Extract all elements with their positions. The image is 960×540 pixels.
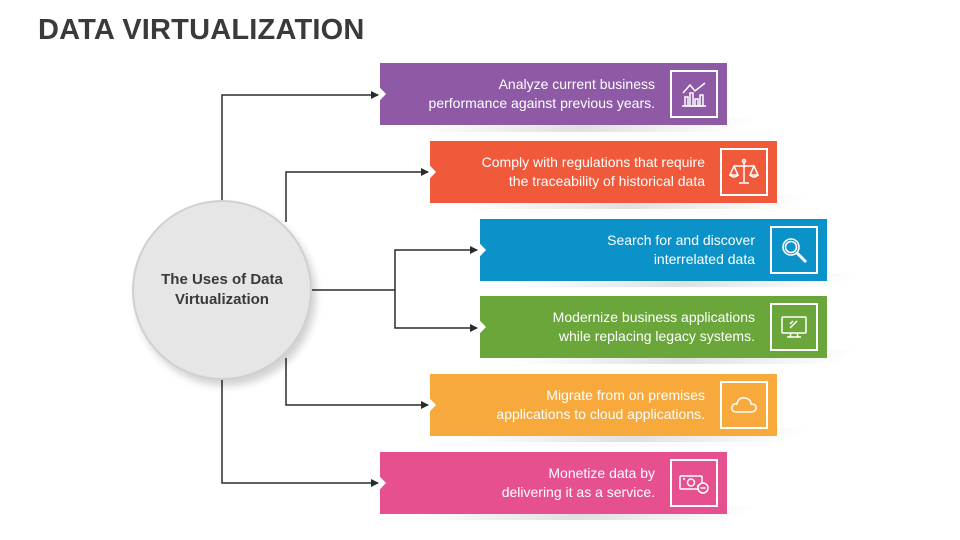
card-line: interrelated data	[653, 251, 755, 267]
card-line: the traceability of historical data	[508, 173, 705, 189]
card-line: Modernize business applications	[552, 309, 755, 325]
connector-3	[312, 246, 478, 291]
card-line: Search for and discover	[607, 232, 755, 248]
card-text: Monetize data by delivering it as a serv…	[502, 452, 655, 514]
hub-circle: The Uses of Data Virtualization	[132, 200, 312, 380]
card-line: Analyze current business	[498, 76, 655, 92]
card-line: Migrate from on premises	[546, 387, 705, 403]
card-text: Migrate from on premises applications to…	[496, 374, 705, 436]
connector-5	[285, 358, 429, 409]
card-text: Analyze current business performance aga…	[429, 63, 655, 125]
connector-4	[394, 290, 478, 332]
connector-1	[221, 91, 379, 200]
use-card-analyze: Analyze current business performance aga…	[380, 63, 727, 125]
card-line: performance against previous years.	[428, 95, 655, 111]
use-card-modernize: Modernize business applications while re…	[480, 296, 827, 358]
magnifier-icon	[770, 226, 818, 274]
card-line: delivering it as a service.	[501, 484, 655, 500]
page-title: DATA VIRTUALIZATION	[38, 14, 365, 46]
use-card-comply: Comply with regulations that require the…	[430, 141, 777, 203]
use-card-migrate: Migrate from on premises applications to…	[430, 374, 777, 436]
card-text: Modernize business applications while re…	[553, 296, 755, 358]
card-line: while replacing legacy systems.	[558, 328, 755, 344]
money-icon	[670, 459, 718, 507]
cloud-icon	[720, 381, 768, 429]
use-card-search: Search for and discover interrelated dat…	[480, 219, 827, 281]
card-line: Comply with regulations that require	[481, 154, 705, 170]
hub-label: The Uses of Data Virtualization	[161, 271, 283, 308]
card-text: Comply with regulations that require the…	[482, 141, 705, 203]
card-text: Search for and discover interrelated dat…	[607, 219, 755, 281]
connector-2	[285, 168, 429, 222]
card-line: Monetize data by	[548, 465, 655, 481]
card-line: applications to cloud applications.	[496, 406, 705, 422]
scales-icon	[720, 148, 768, 196]
monitor-icon	[770, 303, 818, 351]
bar-chart-icon	[670, 70, 718, 118]
use-card-monetize: Monetize data by delivering it as a serv…	[380, 452, 727, 514]
connector-6	[221, 380, 379, 487]
